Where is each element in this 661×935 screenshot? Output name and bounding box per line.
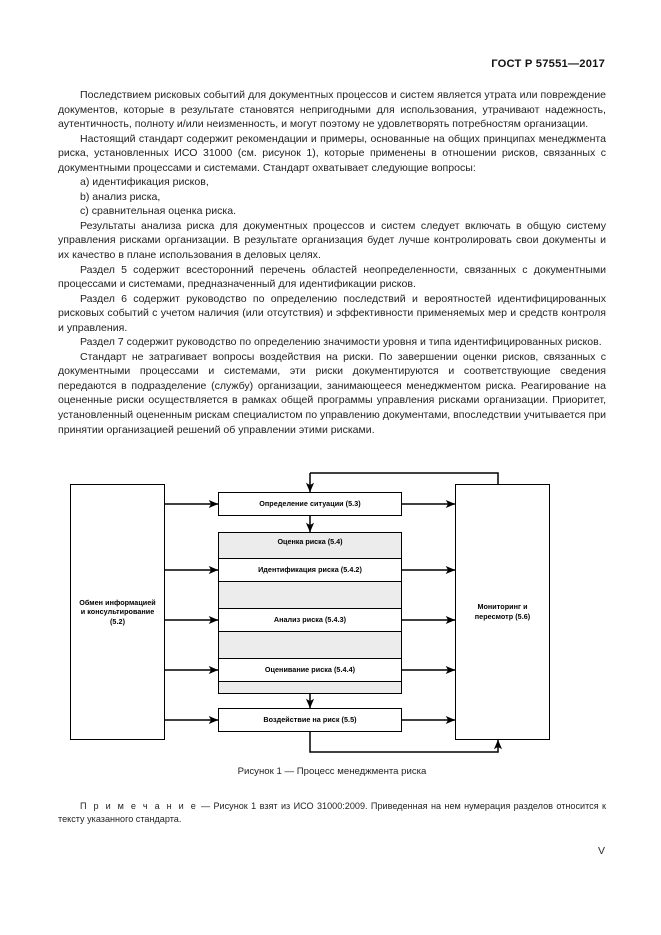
list-item: a) идентификация рисков, xyxy=(80,176,209,189)
communication-consultation-box: Обмен информацией и консультирование (5.… xyxy=(70,484,165,740)
standard-header: ГОСТ Р 57551—2017 xyxy=(491,58,605,70)
body-text-column: Последствием рисковых событий для докуме… xyxy=(58,88,606,437)
figure-note-lead: П р и м е ч а н и е xyxy=(80,801,198,811)
risk-assessment-band-label: Оценка риска (5.4) xyxy=(277,537,343,546)
monitoring-review-box: Мониторинг и пересмотр (5.6) xyxy=(455,484,550,740)
paragraph: Стандарт не затрагивает вопросы воздейст… xyxy=(58,350,606,436)
figure-note: П р и м е ч а н и е — Рисунок 1 взят из … xyxy=(58,800,606,826)
paragraph: Раздел 7 содержит руководство по определ… xyxy=(80,336,602,349)
paragraph: Результаты анализа риска для документных… xyxy=(58,219,606,262)
page-number: V xyxy=(597,845,605,857)
risk-identification-box: Идентификация риска (5.4.2) xyxy=(218,558,402,582)
paragraph: Последствием рисковых событий для докуме… xyxy=(58,89,606,131)
list-item: c) сравнительная оценка риска. xyxy=(80,205,237,218)
risk-management-process-diagram: Оценка риска (5.4) Обмен информацией и к… xyxy=(58,470,606,760)
paragraph: Настоящий стандарт содержит рекомендации… xyxy=(58,132,606,174)
figure-caption: Рисунок 1 — Процесс менеджмента риска xyxy=(237,766,427,777)
risk-evaluation-box: Оценивание риска (5.4.4) xyxy=(218,658,402,682)
risk-treatment-box: Воздействие на риск (5.5) xyxy=(218,708,402,732)
risk-analysis-box: Анализ риска (5.4.3) xyxy=(218,608,402,632)
figure-note-text: — Рисунок 1 взят из ИСО 31000:2009. Прив… xyxy=(58,801,606,824)
list-item: b) анализ риска, xyxy=(80,190,161,203)
establish-context-box: Определение ситуации (5.3) xyxy=(218,492,402,516)
paragraph: Раздел 5 содержит всесторонний перечень … xyxy=(58,263,606,291)
paragraph: Раздел 6 содержит руководство по определ… xyxy=(58,292,606,334)
